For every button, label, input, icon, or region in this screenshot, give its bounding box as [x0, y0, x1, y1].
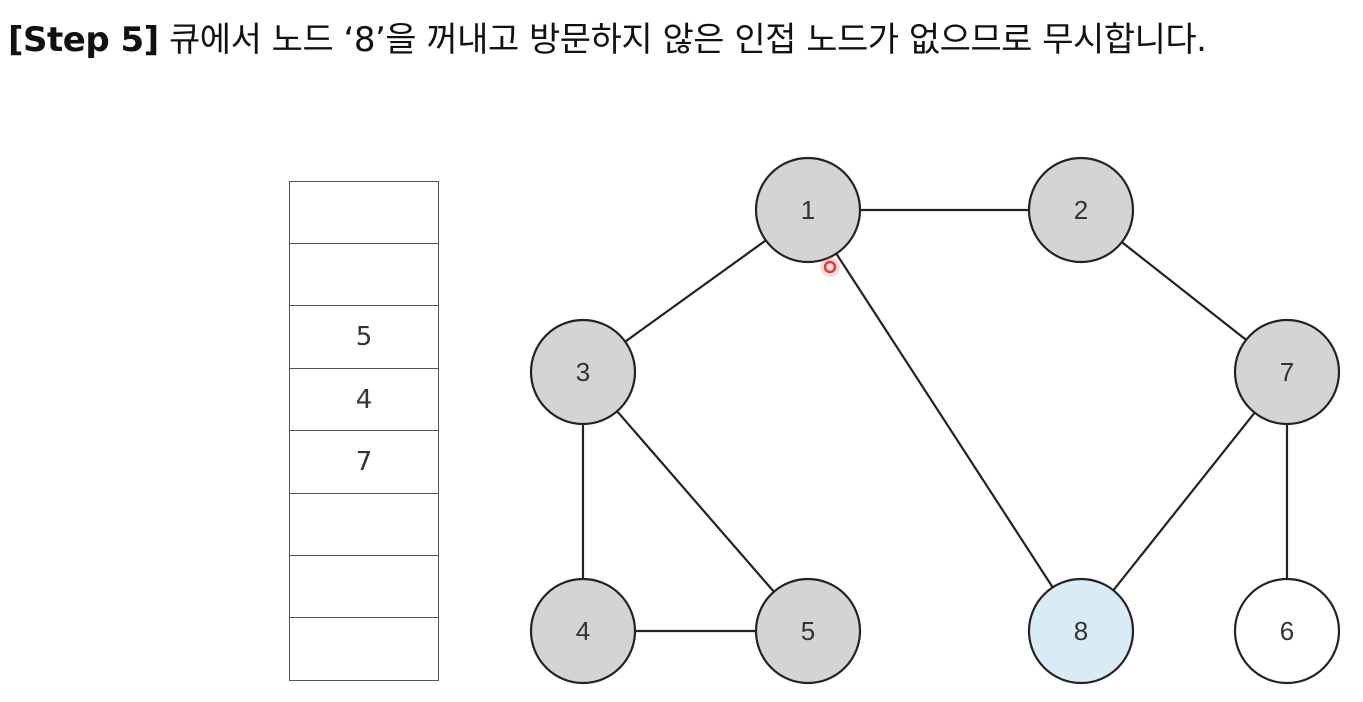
- node-label: 4: [576, 616, 590, 646]
- graph-edges: [581, 208, 1289, 633]
- node-label: 6: [1280, 616, 1294, 646]
- node-circle: [1027, 156, 1135, 264]
- node-circle: [1233, 577, 1341, 685]
- graph-nodes: 1 2 3 7 4 5 8 6: [529, 156, 1341, 685]
- node-circle: [529, 577, 637, 685]
- node-circle: [1233, 318, 1341, 426]
- step-description: 큐에서 노드 ‘8’을 꺼내고 방문하지 않은 인접 노드가 없으므로 무시합니…: [169, 20, 1207, 60]
- edge-1-8: [807, 209, 1082, 632]
- node-label: 2: [1074, 195, 1088, 225]
- step-label: [Step 5]: [8, 20, 159, 60]
- node-circle: [754, 577, 862, 685]
- node-circle: [1027, 577, 1135, 685]
- edge-7-8: [1080, 371, 1288, 632]
- node-3: 3: [529, 318, 637, 426]
- node-label: 3: [576, 357, 590, 387]
- node-label: 7: [1280, 357, 1294, 387]
- queue-cell: 5: [289, 305, 439, 369]
- node-label: 5: [801, 616, 815, 646]
- queue-cell: [289, 243, 439, 307]
- node-2: 2: [1027, 156, 1135, 264]
- edge-3-5: [582, 371, 809, 632]
- page-title: [Step 5] 큐에서 노드 ‘8’을 꺼내고 방문하지 않은 인접 노드가 …: [8, 12, 1358, 68]
- node-4: 4: [529, 577, 637, 685]
- node-circle: [754, 156, 862, 264]
- node-circle: [529, 318, 637, 426]
- mouse-cursor-icon: [820, 257, 840, 277]
- node-label: 1: [801, 195, 815, 225]
- node-8: 8: [1027, 577, 1135, 685]
- node-1: 1: [754, 156, 862, 264]
- queue: 5 4 7: [289, 181, 439, 681]
- node-6: 6: [1233, 577, 1341, 685]
- node-5: 5: [754, 577, 862, 685]
- node-7: 7: [1233, 318, 1341, 426]
- queue-cell: [289, 617, 439, 681]
- node-label: 8: [1074, 616, 1088, 646]
